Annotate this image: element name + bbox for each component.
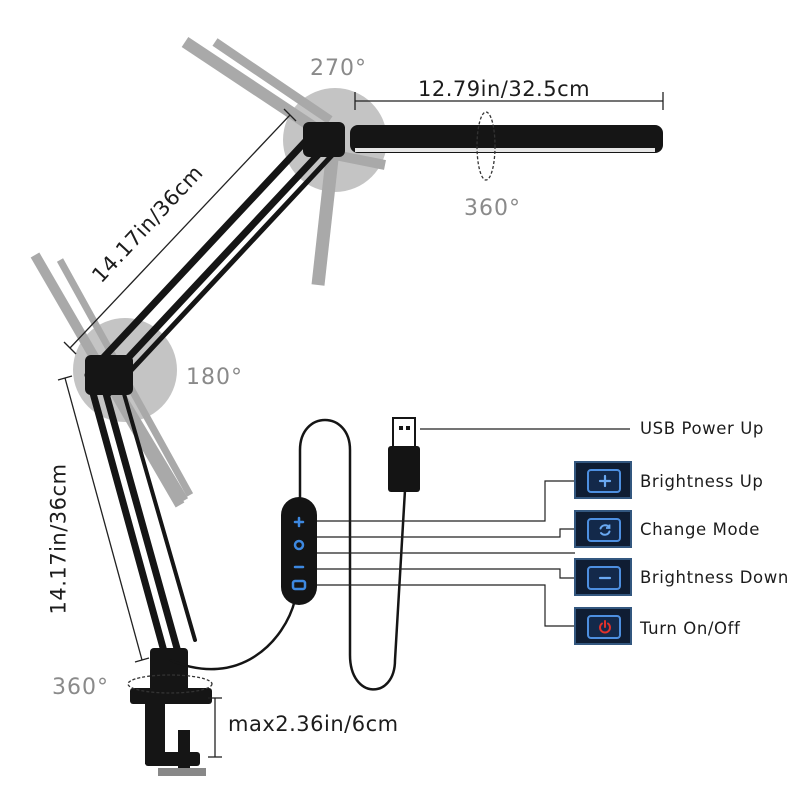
brightness-up-button <box>574 461 632 499</box>
controller-buttons <box>291 516 307 591</box>
brightness-down-button <box>574 558 632 596</box>
turn-on-off-label: Turn On/Off <box>640 619 741 638</box>
cycle-icon <box>599 524 611 536</box>
bar-spin-label: 360° <box>464 196 521 221</box>
lamp-head-bar <box>350 125 663 153</box>
elbow-joint <box>85 355 133 395</box>
change-mode-label: Change Mode <box>640 520 760 539</box>
lower-arm-length-label: 14.17in/36cm <box>46 463 71 615</box>
upper-arm <box>99 124 338 398</box>
clamp-opening-label: max2.36in/6cm <box>228 712 399 736</box>
base-spin-ellipse <box>127 674 213 694</box>
head-length-label: 12.79in/32.5cm <box>418 77 591 101</box>
change-mode-button <box>574 510 632 548</box>
minus-icon <box>598 576 612 580</box>
power-icon <box>599 620 611 634</box>
dimension-lines <box>57 92 664 758</box>
base-rotation-label: 360° <box>52 675 109 700</box>
head-rotation-label: 270° <box>310 56 367 81</box>
brightness-down-label: Brightness Down <box>640 568 789 587</box>
bar-spin-ellipse <box>476 111 496 181</box>
plus-icon <box>598 474 612 488</box>
usb-power-label: USB Power Up <box>640 419 764 438</box>
elbow-rotation-label: 180° <box>186 365 243 390</box>
usb-plug-icon <box>388 417 420 492</box>
brightness-up-label: Brightness Up <box>640 472 764 491</box>
power-button <box>574 607 632 645</box>
desk-clamp <box>130 648 212 776</box>
control-leader-lines <box>317 428 630 627</box>
inline-controller <box>281 497 317 605</box>
lower-arm <box>84 368 197 659</box>
head-joint <box>303 122 345 157</box>
